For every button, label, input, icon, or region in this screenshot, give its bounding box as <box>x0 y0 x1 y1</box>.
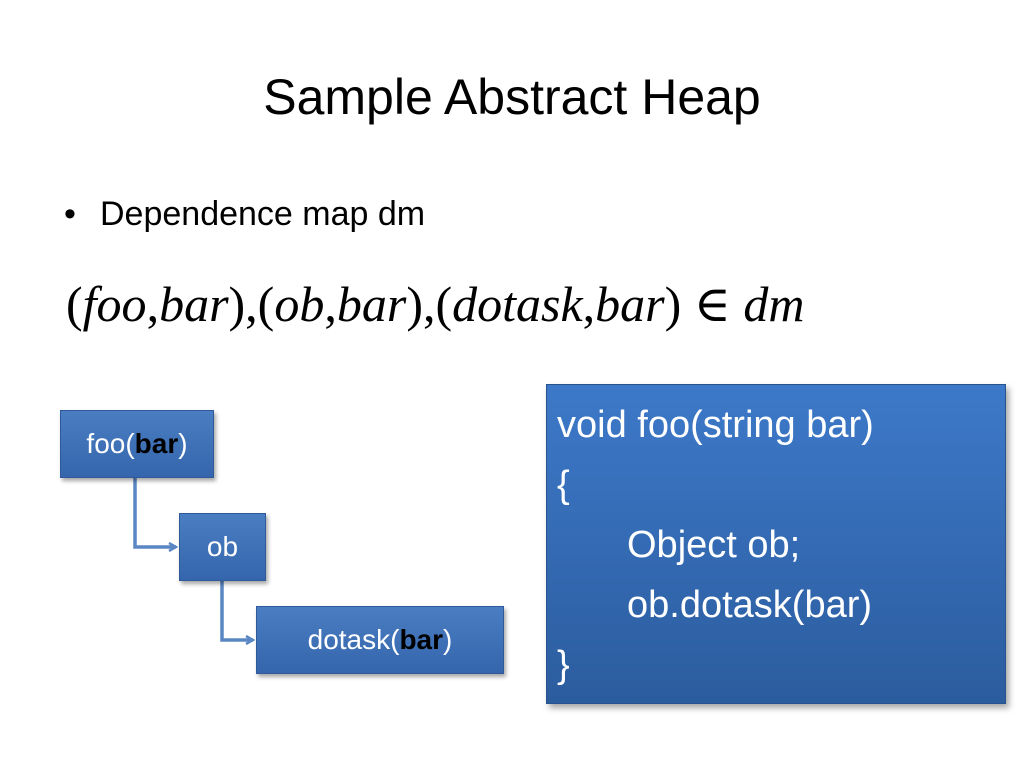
formula-part: , <box>582 276 596 332</box>
node-foo-suffix: ) <box>178 428 188 459</box>
bullet-text: Dependence map dm <box>100 195 426 233</box>
formula-part: bar <box>595 276 665 332</box>
code-line: Object ob; <box>627 524 801 566</box>
formula-part: bar <box>159 276 229 332</box>
connector-ob-to-dotask <box>220 580 253 640</box>
formula-part: dm <box>743 276 805 332</box>
formula-part: ),( <box>406 276 453 332</box>
formula-part: ob <box>274 276 325 332</box>
code-box: void foo(string bar) { Object ob; ob.dot… <box>546 384 1006 704</box>
connector-foo-to-ob <box>133 478 176 547</box>
code-line: void foo(string bar) <box>557 404 874 446</box>
node-dotask-suffix: ) <box>443 624 453 655</box>
node-foo-param: bar <box>134 428 179 459</box>
node-ob-label: ob <box>206 531 239 562</box>
formula-part: foo <box>82 276 147 332</box>
formula-part: ) ∈ <box>664 276 744 332</box>
code-line: { <box>557 464 570 506</box>
slide-title: Sample Abstract Heap <box>263 69 761 125</box>
node-dotask-param: bar <box>399 624 444 655</box>
formula-part: dotask <box>452 276 583 332</box>
formula-part: bar <box>336 276 407 332</box>
node-dotask: dotask(bar) <box>256 606 504 674</box>
node-foo: foo(bar) <box>60 410 214 478</box>
node-dotask-prefix: dotask( <box>307 624 400 655</box>
bullet-dot: • <box>64 195 76 233</box>
node-ob: ob <box>179 513 266 581</box>
code-line: ob.dotask(bar) <box>627 584 873 626</box>
formula-part: ( <box>66 276 83 332</box>
dependence-formula: (foo,bar),(ob,bar),(dotask,bar) ∈ dm <box>66 272 804 336</box>
node-foo-prefix: foo( <box>86 428 135 459</box>
formula-part: ),( <box>228 276 275 332</box>
bullet-item: • Dependence map dm <box>64 190 425 238</box>
formula-part: , <box>146 276 160 332</box>
code-line: } <box>557 644 570 686</box>
formula-part: , <box>324 276 337 332</box>
